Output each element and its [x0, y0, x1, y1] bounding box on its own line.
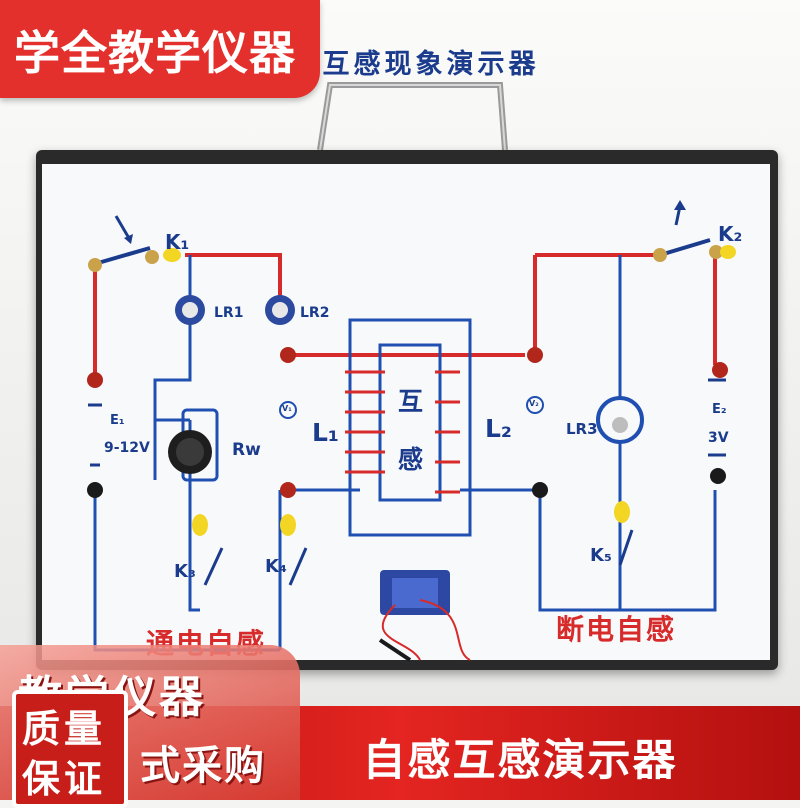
switch-k1-label: K₁: [165, 230, 190, 254]
switch-k2-label: K₂: [718, 222, 743, 246]
coil-l2-label: L₂: [485, 414, 512, 443]
coil-l1-label: L₁: [312, 418, 339, 447]
mutual-label-bottom: 感: [398, 445, 424, 474]
bulb-lr2-label: LR2: [300, 305, 330, 321]
battery-e1-label: E₁: [110, 413, 125, 428]
promo-line-2: 式采购: [140, 743, 266, 789]
section-label-right: 断电自感: [556, 613, 677, 646]
battery-e2-voltage: 3V: [708, 430, 729, 446]
quality-badge: 质量 保证: [12, 690, 128, 808]
switch-k5-label: K₅: [590, 545, 612, 566]
voltmeter-v1-label: V₁: [282, 404, 292, 413]
mutual-label-top: 互: [398, 387, 424, 416]
rheostat-rw-label: Rw: [232, 440, 261, 460]
battery-e1-voltage: 9-12V: [104, 440, 150, 456]
voltmeter-v2-label: V₂: [529, 399, 539, 408]
badge-line-1: 质量: [22, 707, 107, 751]
switch-k4-label: K₄: [265, 556, 287, 577]
bulb-lr1-label: LR1: [214, 305, 244, 321]
product-caption: 自感互感演示器: [362, 736, 678, 786]
switch-k3-label: K₃: [174, 561, 196, 582]
battery-e2-label: E₂: [712, 402, 727, 417]
bulb-lr3-label: LR3: [566, 420, 598, 438]
badge-line-2: 保证: [22, 757, 107, 801]
brand-tag: 学全教学仪器: [0, 0, 320, 98]
brand-name: 学全教学仪器: [14, 26, 296, 80]
